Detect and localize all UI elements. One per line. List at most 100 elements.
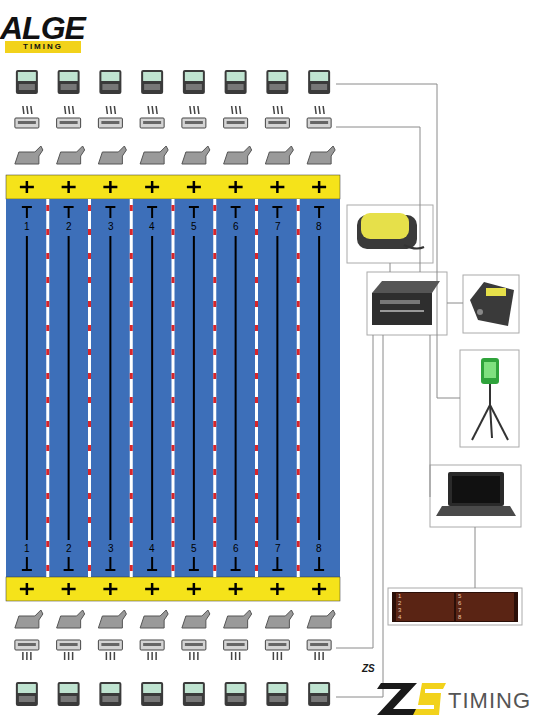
touch-pad-unit xyxy=(224,640,248,650)
cable-mark xyxy=(114,106,115,114)
starting-block xyxy=(182,610,210,628)
lane-number: 4 xyxy=(149,544,155,554)
laptop xyxy=(436,472,516,516)
lane-display-screen xyxy=(185,684,203,693)
cable-mark xyxy=(72,652,74,660)
lane-number: 3 xyxy=(108,544,114,554)
lane-line xyxy=(22,569,32,571)
lane-rope xyxy=(297,205,300,577)
touch-pad-slot xyxy=(310,121,328,124)
touch-pad-slot xyxy=(18,643,36,646)
touch-pad-unit xyxy=(182,640,206,650)
device-frame xyxy=(463,275,519,333)
lane-number: 7 xyxy=(275,544,281,554)
starting-block xyxy=(307,610,335,628)
touch-pad-slot xyxy=(185,643,203,646)
lane-display-panel xyxy=(144,84,160,90)
lane-display-screen xyxy=(18,684,36,693)
cable-mark xyxy=(323,106,324,114)
lane-display-screen xyxy=(227,684,245,693)
touch-pad-unit xyxy=(265,640,289,650)
wall-target xyxy=(109,583,112,595)
logo-text: TIMING xyxy=(448,690,531,712)
wall-target xyxy=(193,181,196,193)
lane-display xyxy=(141,70,163,94)
cable-mark xyxy=(281,106,282,114)
lane-display-screen xyxy=(310,684,328,693)
touch-pad-unit xyxy=(182,118,206,128)
lane-line xyxy=(151,236,153,540)
lane-line xyxy=(276,236,278,540)
lane-display-screen xyxy=(101,684,119,693)
lane-line xyxy=(318,207,320,218)
lane-line xyxy=(22,206,32,208)
touch-pad-slot xyxy=(60,643,78,646)
lane-display-panel xyxy=(61,84,77,90)
cable-mark xyxy=(273,106,274,114)
lane-line xyxy=(235,207,237,218)
cable-mark xyxy=(22,652,24,660)
touch-pad-slot xyxy=(18,121,36,124)
lane-rope xyxy=(88,205,91,577)
touch-pad-slot xyxy=(143,121,161,124)
wall-target xyxy=(234,181,237,193)
lane-number: 7 xyxy=(275,222,281,232)
lane-number: 5 xyxy=(191,544,197,554)
lane-display-panel xyxy=(228,84,244,90)
lane-number: 1 xyxy=(24,544,30,554)
wall-target xyxy=(26,181,29,193)
cable-mark xyxy=(197,652,199,660)
lane-display-panel xyxy=(102,84,118,90)
scoreboard-row: 6 xyxy=(456,600,514,607)
touch-pad-unit xyxy=(57,640,81,650)
touch-pad-slot xyxy=(268,121,286,124)
wall-target xyxy=(26,583,29,595)
cable-mark xyxy=(156,106,157,114)
lane-display xyxy=(266,70,288,94)
wall-target xyxy=(151,583,154,595)
starting-block xyxy=(98,610,126,628)
lane-rope xyxy=(88,199,91,577)
touch-pad-unit xyxy=(140,640,164,650)
lane-display xyxy=(58,682,80,706)
lane-display xyxy=(225,682,247,706)
starting-block xyxy=(307,146,335,164)
touch-pad-slot xyxy=(101,643,119,646)
lane-number: 8 xyxy=(316,544,322,554)
lane-line xyxy=(276,207,278,218)
touch-pad-unit xyxy=(140,118,164,128)
wall-target xyxy=(67,181,70,193)
lane-line xyxy=(105,206,115,208)
lane-rope xyxy=(130,205,133,577)
wall-target xyxy=(276,181,279,193)
cable-mark xyxy=(73,106,74,114)
lane-display-panel xyxy=(311,84,327,90)
lane-line xyxy=(193,236,195,540)
lane-rope xyxy=(46,205,49,577)
cable-mark xyxy=(30,652,32,660)
lane-line xyxy=(68,557,70,570)
lane-display xyxy=(16,682,38,706)
lane-number: 3 xyxy=(108,222,114,232)
touch-pad-unit xyxy=(98,118,122,128)
zs-logo-z xyxy=(377,683,419,715)
wall-target xyxy=(318,181,321,193)
touch-pad-slot xyxy=(143,643,161,646)
lane-line xyxy=(193,207,195,218)
tripod-light xyxy=(472,358,508,440)
cable-mark xyxy=(281,652,283,660)
cable-mark xyxy=(155,652,157,660)
lane-display xyxy=(99,682,121,706)
lane-line xyxy=(231,206,241,208)
lane-line xyxy=(231,569,241,571)
lane-rope xyxy=(46,199,49,577)
lane-line xyxy=(109,557,111,570)
lane-line xyxy=(314,569,324,571)
lane-line xyxy=(109,207,111,218)
lane-display-panel xyxy=(228,696,244,702)
lane-display-screen xyxy=(60,684,78,693)
lane-line xyxy=(151,207,153,218)
scoreboard-row: 5 xyxy=(456,593,514,600)
wall-target xyxy=(276,583,279,595)
lane-line xyxy=(235,236,237,540)
